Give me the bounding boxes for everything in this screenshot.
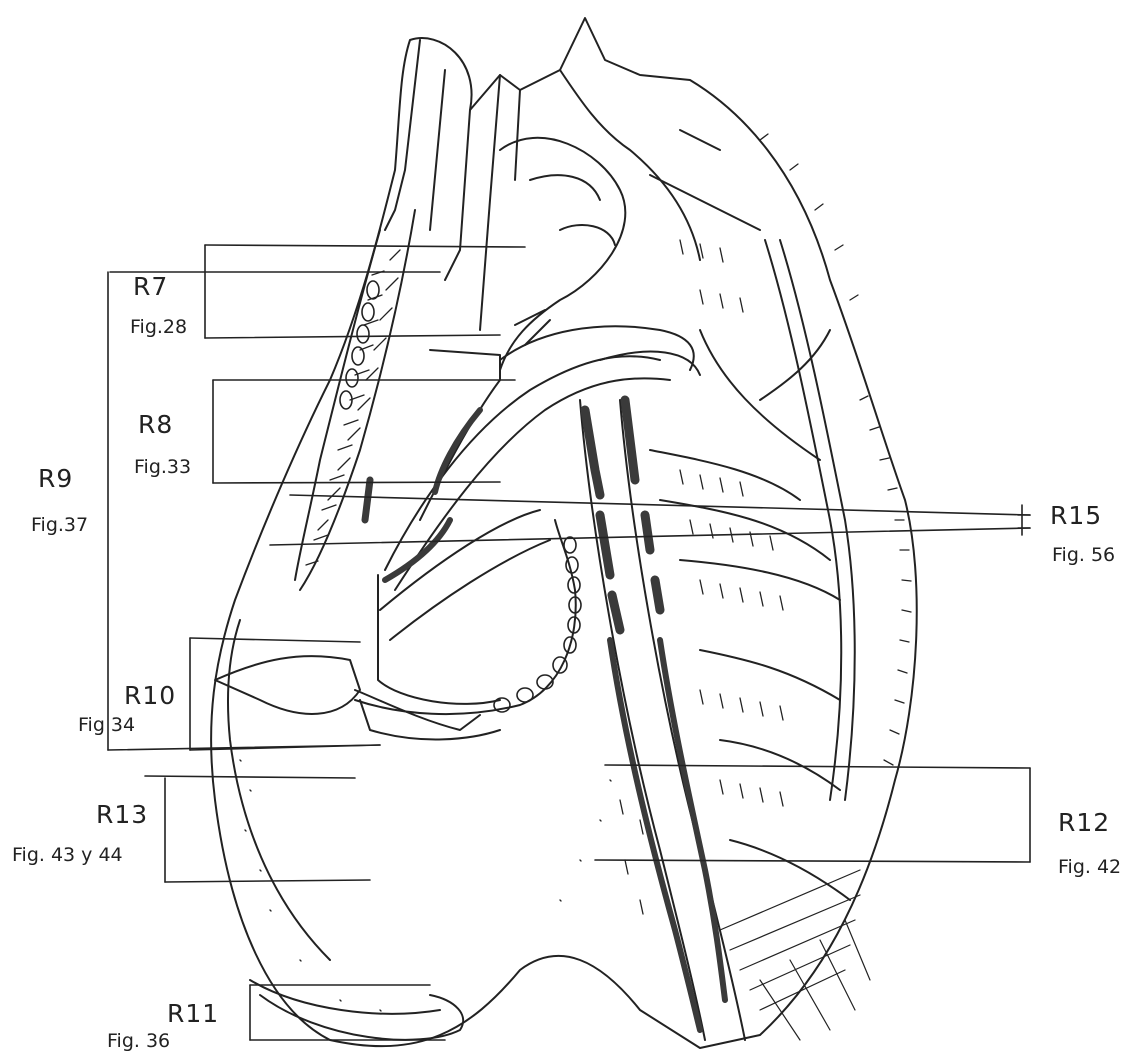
r8-figure: Fig.33 — [134, 458, 191, 477]
r9-figure: Fig.37 — [31, 516, 88, 535]
left-band — [295, 210, 415, 590]
r13-label: R13 — [96, 802, 148, 827]
r15-label: R15 — [1050, 503, 1102, 528]
r13-figure: Fig. 43 y 44 — [12, 846, 123, 865]
r12-label: R12 — [1058, 810, 1110, 835]
leader-lines — [108, 245, 1030, 1040]
right-seed — [580, 240, 870, 1040]
r11-figure: Fig. 36 — [107, 1032, 170, 1051]
r10-figure: Fig 34 — [78, 716, 135, 735]
left-shell — [215, 620, 480, 1040]
upper-structures — [385, 40, 760, 375]
r11-label: R11 — [167, 1001, 219, 1026]
r8-label: R8 — [138, 412, 173, 437]
r7-figure: Fig.28 — [130, 318, 187, 337]
r10-label: R10 — [124, 683, 176, 708]
r10-leader — [190, 638, 380, 750]
r12-figure: Fig. 42 — [1058, 858, 1121, 877]
r13-leader — [145, 776, 370, 882]
r9-label: R9 — [38, 466, 73, 491]
r7-label: R7 — [133, 274, 168, 299]
r15-ticks — [1018, 505, 1030, 535]
r15-figure: Fig. 56 — [1052, 546, 1115, 565]
